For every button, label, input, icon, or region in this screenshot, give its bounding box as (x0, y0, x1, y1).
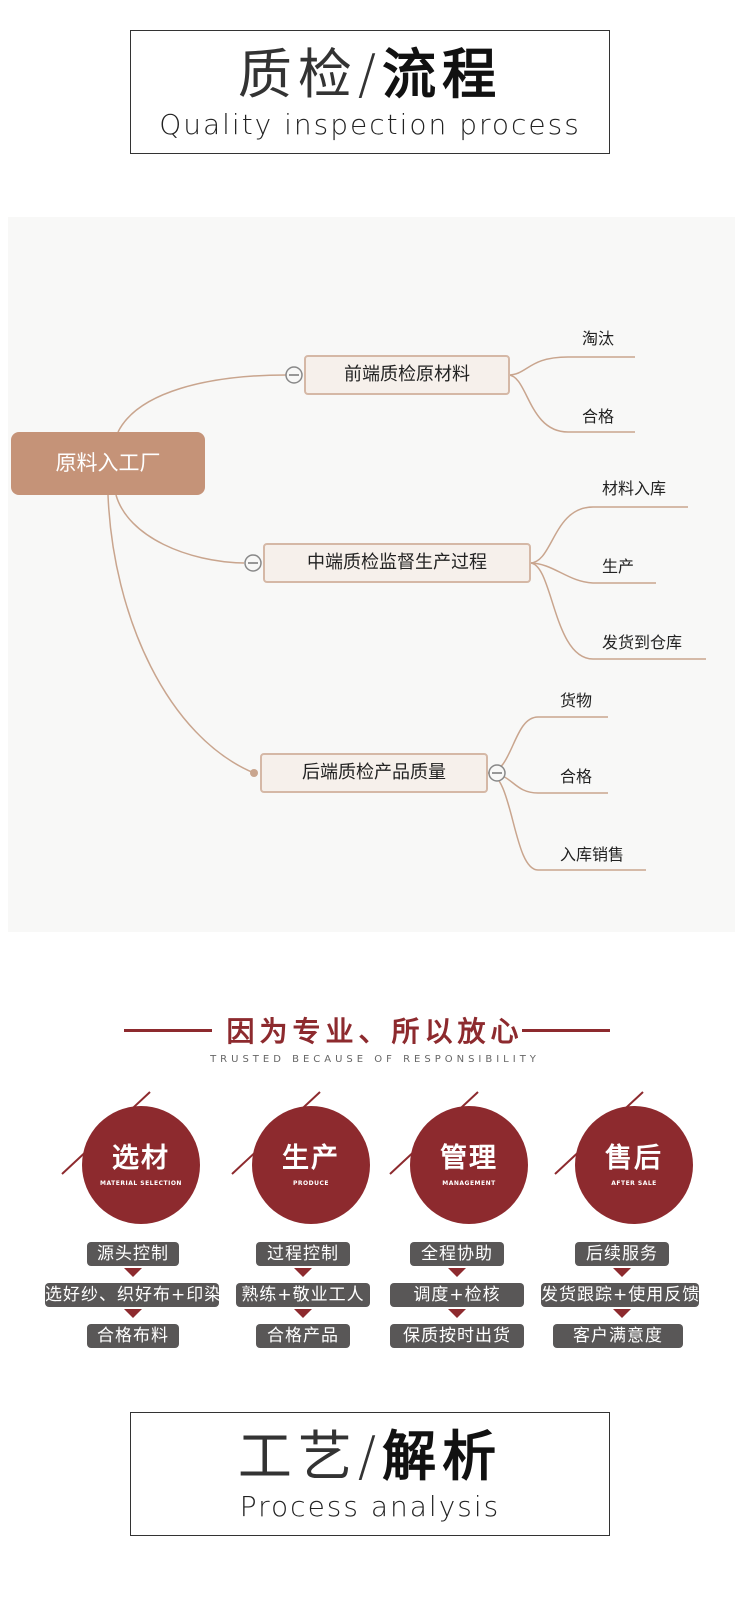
trusted-section-title: 因为专业、所以放心 TRUSTED BECAUSE OF RESPONSIBIL… (0, 1010, 750, 1065)
step-circle: 售后 AFTER SALE (575, 1106, 693, 1224)
step-title: 生产 (282, 1143, 340, 1174)
title-slash: / (357, 1425, 383, 1488)
step-produce: 生产 PRODUCE 过程控制 熟练+敬业工人 合格产品 (212, 1090, 392, 1370)
arrow-down-icon (448, 1309, 466, 1318)
leaf-eliminate[interactable]: 淘汰 (582, 329, 615, 348)
arrow-down-icon (294, 1309, 312, 1318)
mindmap-connectors (107, 356, 706, 871)
step-circle: 选材 MATERIAL SELECTION (82, 1106, 200, 1224)
title-cn: 质检/流程 (131, 45, 609, 105)
quality-inspection-title-box: 质检/流程 Quality inspection process (130, 30, 610, 154)
step-after-sale: 售后 AFTER SALE 后续服务 发货跟踪+使用反馈 客户满意度 (535, 1090, 715, 1370)
leaf-qualified-2[interactable]: 合格 (560, 767, 593, 786)
leaf-ship-warehouse[interactable]: 发货到仓库 (602, 633, 683, 652)
title-cn-bold: 解析 (382, 1425, 503, 1488)
title-en: Process analysis (239, 1490, 501, 1523)
title-cn: 工艺/解析 (131, 1427, 609, 1487)
step-item-1: 后续服务 (575, 1242, 669, 1266)
step-item-3: 保质按时出货 (390, 1324, 524, 1348)
quality-process-mindmap: 原料入工厂 前端质检原材料 中端质检监督生产过程 后端质检产品质量 淘汰 合格 … (8, 217, 735, 932)
leaf-qualified-1[interactable]: 合格 (582, 407, 615, 426)
step-item-2: 调度+检核 (390, 1283, 524, 1307)
step-item-3: 客户满意度 (553, 1324, 683, 1348)
arrow-down-icon (613, 1268, 631, 1277)
title-en: Quality inspection process (159, 108, 581, 141)
step-circle: 生产 PRODUCE (252, 1106, 370, 1224)
step-item-2: 发货跟踪+使用反馈 (541, 1283, 701, 1307)
arrow-down-icon (448, 1268, 466, 1277)
section-title-en: TRUSTED BECAUSE OF RESPONSIBILITY (210, 1054, 540, 1065)
step-subtitle: PRODUCE (293, 1180, 329, 1187)
leaf-material-storage[interactable]: 材料入库 (602, 479, 667, 498)
step-item-1: 源头控制 (87, 1242, 179, 1266)
title-slash: / (357, 43, 383, 106)
step-material-selection: 选材 MATERIAL SELECTION 源头控制 选好纱、织好布+印染 合格… (42, 1090, 222, 1370)
step-management: 管理 MANAGEMENT 全程协助 调度+检核 保质按时出货 (370, 1090, 550, 1370)
title-line-right (522, 1029, 610, 1032)
step-item-1: 过程控制 (256, 1242, 350, 1266)
arrow-down-icon (613, 1309, 631, 1318)
arrow-down-icon (294, 1268, 312, 1277)
leaf-production[interactable]: 生产 (602, 557, 635, 576)
step-subtitle: MATERIAL SELECTION (100, 1180, 182, 1187)
step-title: 售后 (605, 1143, 663, 1174)
leaf-storage-sales[interactable]: 入库销售 (560, 845, 625, 864)
process-analysis-title-box: 工艺/解析 Process analysis (130, 1412, 610, 1536)
step-circle: 管理 MANAGEMENT (410, 1106, 528, 1224)
title-cn-bold: 流程 (382, 43, 503, 106)
step-title: 选材 (112, 1143, 170, 1174)
root-node[interactable]: 原料入工厂 (11, 432, 205, 495)
branch-node-back[interactable]: 后端质检产品质量 (260, 753, 488, 793)
leaf-goods[interactable]: 货物 (560, 691, 593, 710)
branch-node-middle[interactable]: 中端质检监督生产过程 (263, 543, 531, 583)
section-title-cn: 因为专业、所以放心 (226, 1015, 524, 1048)
title-cn-light: 工艺 (237, 1425, 358, 1488)
step-item-3: 合格布料 (87, 1324, 179, 1348)
step-item-3: 合格产品 (256, 1324, 350, 1348)
step-subtitle: AFTER SALE (611, 1180, 657, 1187)
arrow-down-icon (124, 1309, 142, 1318)
title-line-left (124, 1029, 212, 1032)
step-item-1: 全程协助 (410, 1242, 504, 1266)
arrow-down-icon (124, 1268, 142, 1277)
step-subtitle: MANAGEMENT (442, 1180, 496, 1187)
title-cn-light: 质检 (237, 43, 358, 106)
step-title: 管理 (440, 1143, 498, 1174)
step-item-2: 熟练+敬业工人 (236, 1283, 370, 1307)
step-item-2: 选好纱、织好布+印染 (45, 1283, 223, 1307)
branch-node-front[interactable]: 前端质检原材料 (304, 355, 510, 395)
